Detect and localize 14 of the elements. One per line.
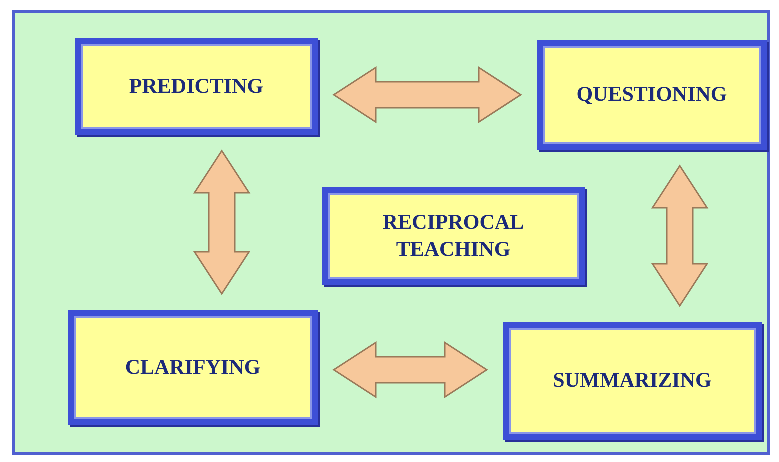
process-box (68, 310, 318, 425)
double-arrow (332, 341, 488, 399)
process-box (75, 38, 318, 135)
double-arrow (193, 150, 251, 296)
box-label: RECIPROCAL TEACHING (382, 208, 526, 263)
box-label: QUESTIONING (576, 81, 728, 108)
double-arrow (332, 66, 522, 124)
process-box (537, 40, 767, 150)
double-arrow (651, 164, 709, 308)
process-box (322, 187, 585, 285)
box-label: SUMMARIZING (552, 367, 713, 394)
box-label: CLARIFYING (124, 354, 262, 381)
box-label: PREDICTING (128, 72, 265, 100)
process-box (503, 322, 762, 440)
